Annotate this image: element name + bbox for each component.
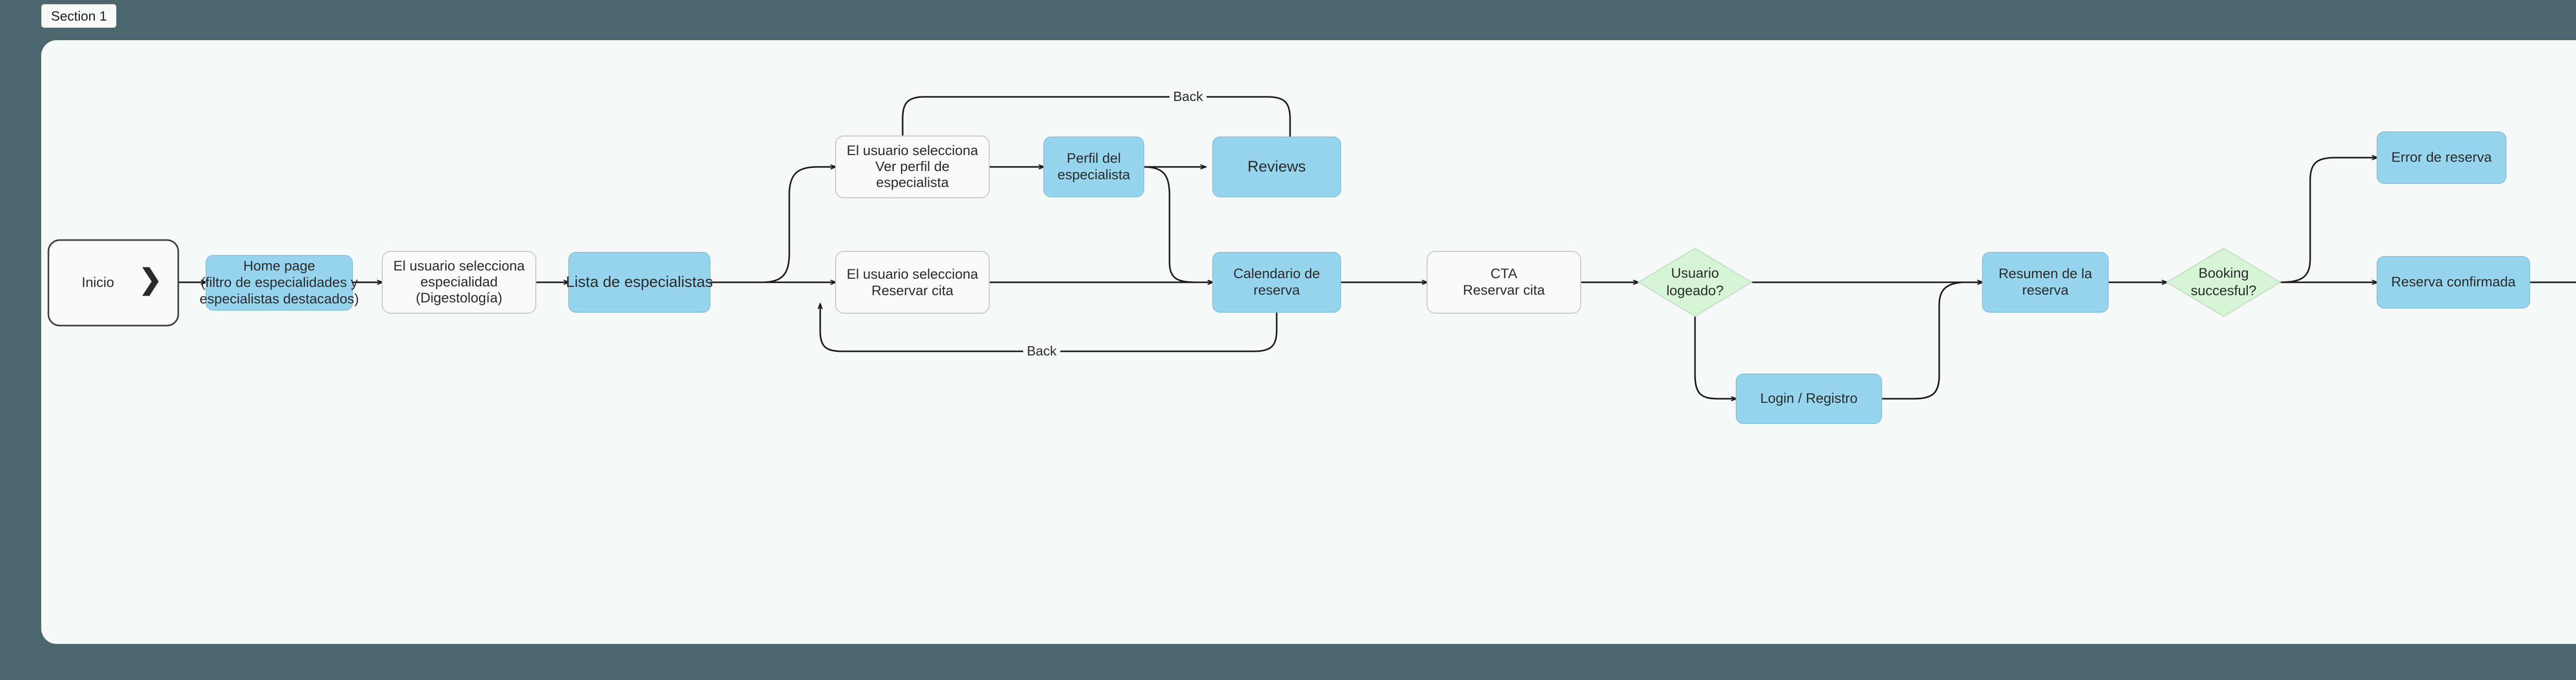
- node-selesp-label-line-2: especialidad: [420, 274, 498, 290]
- node-home-label-line-1: Home page: [243, 258, 315, 274]
- node-error-reserva[interactable]: Error de reserva: [2377, 131, 2506, 184]
- node-resumen-label-line-1: Resumen de la: [1998, 266, 2093, 281]
- node-ver-perfil-label-line-3: especialista: [876, 175, 949, 190]
- node-booking-label-line-2: succesful?: [2191, 283, 2257, 298]
- node-error-reserva-label: Error de reserva: [2391, 149, 2492, 165]
- node-perfil-label-line-1: Perfil del: [1066, 150, 1121, 166]
- edge-label-back-top: Back: [1173, 89, 1204, 104]
- node-login-registro[interactable]: Login / Registro: [1736, 373, 1882, 424]
- node-lista-especialistas-label: Lista de especialistas: [566, 274, 713, 291]
- node-cta-label-line-2: Reservar cita: [1463, 282, 1545, 298]
- edge-lista-verperfil: [710, 167, 836, 283]
- node-ver-perfil-label-line-2: Ver perfil de: [875, 159, 950, 174]
- edges-layer: Back Back: [178, 88, 2576, 399]
- node-calendario-label-line-2: reserva: [1253, 282, 1300, 298]
- chevron-right-icon: ❯: [139, 264, 162, 296]
- node-reservar-cita[interactable]: El usuario selecciona Reservar cita: [835, 251, 990, 314]
- edge-reviews-verperfil-back: [903, 96, 1291, 147]
- node-home-shape[interactable]: [206, 255, 353, 311]
- node-calendario-label-line-1: Calendario de: [1233, 266, 1320, 281]
- node-reserva-confirmada-label: Reserva confirmada: [2391, 274, 2516, 290]
- edge-perfil-calendario: [1143, 166, 1213, 282]
- node-reservar-cita-label-line-1: El usuario selecciona: [846, 266, 978, 282]
- node-booking-succesful[interactable]: Booking succesful?: [2166, 247, 2281, 317]
- node-cta-shape[interactable]: [1427, 251, 1581, 314]
- diagram-canvas[interactable]: Back Back: [41, 40, 2576, 644]
- node-resumen-label-line-2: reserva: [2022, 282, 2069, 298]
- node-resumen-reserva-shape[interactable]: [1982, 252, 2109, 313]
- node-error-reserva-shape[interactable]: [2377, 131, 2506, 184]
- node-resumen-reserva[interactable]: Resumen de la reserva: [1982, 252, 2109, 313]
- node-reserva-confirmada-shape[interactable]: [2377, 256, 2530, 309]
- node-reviews[interactable]: Reviews: [1212, 137, 1341, 197]
- node-perfil-label-line-2: especialista: [1057, 167, 1130, 182]
- node-booking-succesful-shape[interactable]: [2166, 247, 2281, 317]
- node-cta-reservar-cita[interactable]: CTA Reservar cita: [1427, 251, 1581, 314]
- node-home[interactable]: Home page (filtro de especialidades y es…: [199, 255, 359, 311]
- node-ver-perfil[interactable]: El usuario selecciona Ver perfil de espe…: [835, 135, 990, 198]
- node-reservar-cita-label-line-2: Reservar cita: [871, 283, 954, 298]
- node-perfil-especialista[interactable]: Perfil del especialista: [1043, 137, 1144, 197]
- node-home-label-line-2: (filtro de especialidades y: [201, 275, 358, 290]
- node-calendario-reserva[interactable]: Calendario de reserva: [1212, 252, 1341, 313]
- node-lista-especialistas[interactable]: Lista de especialistas: [566, 252, 713, 313]
- edge-logeado-login: [1694, 316, 1736, 399]
- edge-label-back-bottom: Back: [1027, 343, 1057, 359]
- node-reviews-label: Reviews: [1247, 158, 1306, 175]
- node-selecciona-especialidad-shape[interactable]: [382, 251, 536, 314]
- node-inicio[interactable]: Inicio ❯: [47, 239, 179, 327]
- back-top-label-bg: [1170, 88, 1207, 106]
- node-cta-label-line-1: CTA: [1490, 266, 1517, 281]
- node-booking-label-line-1: Booking: [2198, 265, 2249, 281]
- edge-booking-errorreserva: [2280, 158, 2377, 283]
- node-selecciona-especialidad[interactable]: El usuario selecciona especialidad (Dige…: [382, 251, 536, 314]
- node-ver-perfil-label-line-1: El usuario selecciona: [846, 143, 978, 158]
- node-perfil-especialista-shape[interactable]: [1043, 137, 1144, 197]
- node-reservar-cita-shape[interactable]: [835, 251, 990, 314]
- node-ver-perfil-shape[interactable]: [835, 135, 990, 198]
- back-bottom-label-bg: [1023, 342, 1060, 361]
- node-calendario-reserva-shape[interactable]: [1212, 252, 1341, 313]
- node-usuario-logeado[interactable]: Usuario logeado?: [1637, 247, 1753, 317]
- node-logeado-label-line-1: Usuario: [1671, 265, 1719, 281]
- node-selesp-label-line-1: El usuario selecciona: [393, 258, 525, 274]
- node-inicio-shape[interactable]: [47, 239, 179, 327]
- section-tab[interactable]: Section 1: [41, 4, 117, 28]
- node-usuario-logeado-shape[interactable]: [1637, 247, 1753, 317]
- node-login-registro-shape[interactable]: [1736, 373, 1882, 424]
- node-lista-especialistas-shape[interactable]: [568, 252, 710, 313]
- node-logeado-label-line-2: logeado?: [1666, 283, 1723, 298]
- node-login-registro-label: Login / Registro: [1760, 390, 1857, 406]
- node-home-label-line-3: especialistas destacados): [199, 291, 359, 307]
- edge-login-resumen: [1882, 282, 1982, 400]
- node-inicio-label: Inicio: [81, 275, 114, 290]
- node-reviews-shape[interactable]: [1212, 137, 1341, 197]
- node-reserva-confirmada[interactable]: Reserva confirmada: [2377, 256, 2530, 309]
- node-selesp-label-line-3: (Digestología): [416, 290, 502, 305]
- flowchart-svg: Back Back: [47, 88, 2576, 424]
